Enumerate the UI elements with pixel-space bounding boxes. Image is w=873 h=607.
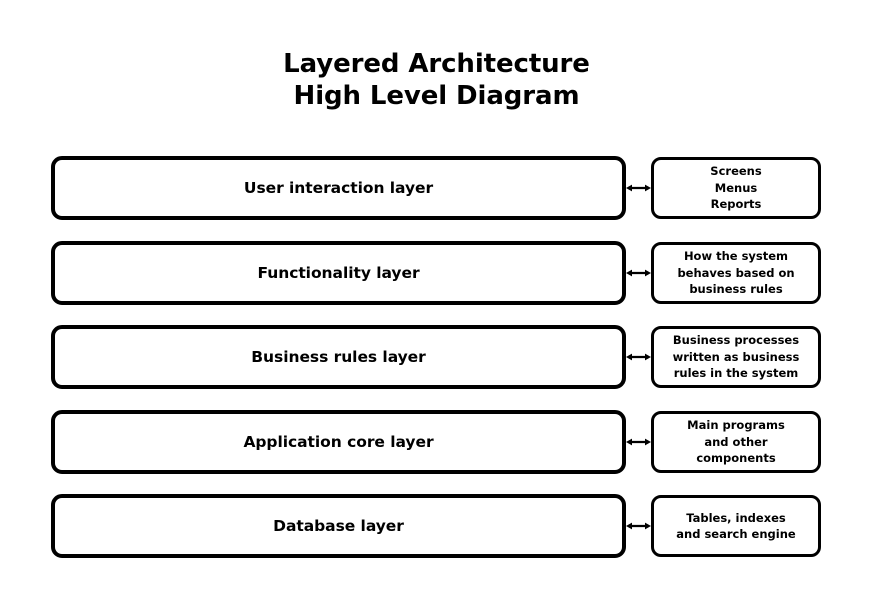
double-arrow-icon — [626, 494, 651, 558]
note-line: Main programs — [687, 418, 785, 433]
note-text: Screens Menus Reports — [707, 163, 764, 213]
layer-box-business-rules[interactable]: Business rules layer — [51, 325, 626, 389]
note-line: components — [696, 451, 776, 466]
note-box-business-rules[interactable]: Business processes written as business r… — [651, 326, 821, 388]
note-text: Main programs and other components — [684, 417, 788, 467]
note-line: Screens — [710, 164, 762, 179]
note-line: Reports — [710, 197, 762, 212]
note-text: Business processes written as business r… — [670, 332, 803, 382]
layer-row: Business rules layer Business processes … — [0, 325, 873, 389]
note-line: written as business — [672, 349, 800, 364]
title-line-1: Layered Architecture — [283, 49, 590, 79]
title-line-2: High Level Diagram — [293, 81, 580, 111]
note-line: Menus — [714, 180, 758, 195]
layer-box-label: User interaction layer — [243, 179, 434, 197]
note-line: behaves based on — [677, 265, 795, 280]
note-line: and search engine — [676, 527, 796, 541]
note-line: How the system — [683, 249, 789, 264]
note-box-functionality[interactable]: How the system behaves based on business… — [651, 242, 821, 304]
layer-box-database[interactable]: Database layer — [51, 494, 626, 558]
note-box-user-interaction[interactable]: Screens Menus Reports — [651, 157, 821, 219]
layer-box-functionality[interactable]: Functionality layer — [51, 241, 626, 305]
note-line: and other — [704, 434, 768, 449]
layer-box-label: Business rules layer — [251, 348, 426, 366]
page-title: Layered Architecture High Level Diagram — [0, 48, 873, 112]
layer-box-user-interaction[interactable]: User interaction layer — [51, 156, 626, 220]
layer-row: Application core layer Main programs and… — [0, 410, 873, 474]
layer-row: User interaction layer Screens Menus Rep… — [0, 156, 873, 220]
note-line: Business processes — [672, 333, 800, 348]
note-line: rules in the system — [673, 366, 799, 381]
double-arrow-icon — [626, 325, 651, 389]
double-arrow-icon — [626, 241, 651, 305]
layer-box-application-core[interactable]: Application core layer — [51, 410, 626, 474]
double-arrow-icon — [626, 410, 651, 474]
note-text: Tables, indexes and search engine — [673, 510, 798, 543]
layer-box-label: Database layer — [273, 517, 404, 535]
double-arrow-icon — [626, 156, 651, 220]
note-text: How the system behaves based on business… — [674, 248, 797, 298]
note-box-database[interactable]: Tables, indexes and search engine — [651, 495, 821, 557]
layer-row: Database layer Tables, indexes and searc… — [0, 494, 873, 558]
note-line: Tables, indexes — [686, 510, 786, 525]
note-line: business rules — [689, 282, 783, 297]
layer-box-label: Application core layer — [243, 433, 434, 451]
note-box-application-core[interactable]: Main programs and other components — [651, 411, 821, 473]
layer-row: Functionality layer How the system behav… — [0, 241, 873, 305]
layer-box-label: Functionality layer — [257, 264, 420, 282]
